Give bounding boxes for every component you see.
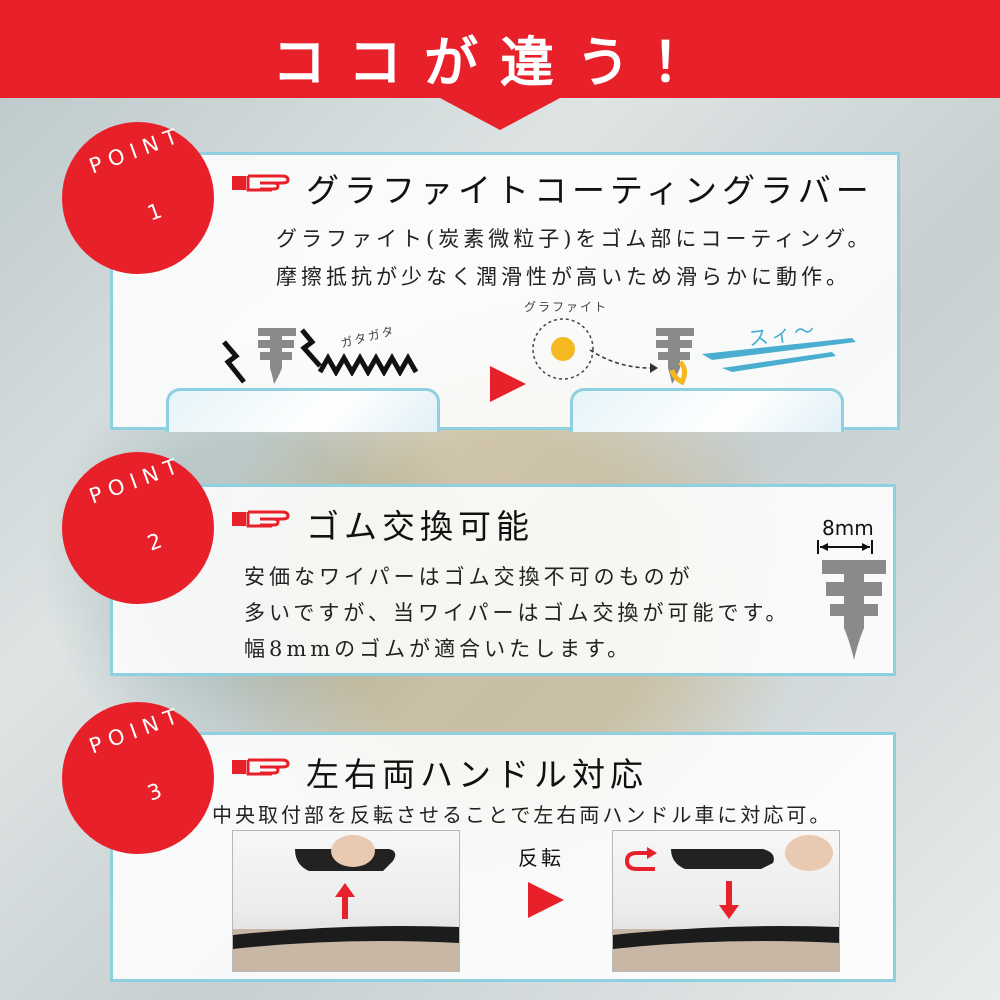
point1-badge: POINT 1	[62, 122, 214, 274]
header-ribbon	[0, 0, 1000, 130]
point3-badge: POINT 3	[62, 702, 214, 854]
rotate-arrow-icon	[624, 847, 657, 871]
wiper-mount-illustration	[233, 835, 459, 971]
pointing-hand-icon	[232, 758, 290, 776]
point2-description-line1: 安価なワイパーはゴム交換不可のものが	[244, 565, 694, 589]
point2-badge-number: 2	[144, 528, 166, 556]
graphite-label: グラファイト	[524, 300, 609, 314]
header-banner: ココが違う！	[0, 0, 1000, 130]
windshield-glass-left	[166, 388, 440, 432]
point2-badge-word: POINT	[86, 452, 188, 509]
windshield-glass-right	[570, 388, 844, 432]
zigzag-line	[318, 352, 419, 376]
wiper-rubber-cross-section-icon	[822, 560, 886, 660]
point3-description-line1: 中央取付部を反転させることで左右両ハンドル車に対応可。	[212, 803, 833, 827]
play-arrow-icon	[528, 882, 564, 918]
mount-photo-after	[612, 830, 840, 972]
lightning-icon	[222, 340, 246, 384]
down-arrow-icon	[719, 881, 739, 919]
point2-badge: POINT 2	[62, 452, 214, 604]
wiper-rubber-icon	[258, 328, 296, 384]
point3-title: 左右両ハンドル対応	[306, 755, 648, 794]
lightning-icon	[300, 328, 322, 368]
speed-lines	[702, 338, 856, 372]
wiper-mount-illustration	[613, 835, 839, 971]
pointing-hand-icon	[232, 510, 290, 528]
point3-badge-number: 3	[144, 778, 166, 806]
point2-description-line3: 幅8mmのゴムが適合いたします。	[244, 637, 633, 661]
header-title: ココが違う！	[272, 30, 728, 94]
pointing-hand-icon	[232, 174, 290, 192]
coated-wiper-rubber-icon	[656, 328, 694, 386]
graphite-particle-icon	[532, 318, 594, 380]
up-arrow-icon	[335, 883, 355, 919]
flip-label: 反転	[518, 846, 564, 870]
point1-badge-word: POINT	[86, 122, 188, 179]
dashed-arrow	[589, 349, 658, 373]
mount-photo-before	[232, 830, 460, 972]
point2-title: ゴム交換可能	[306, 507, 534, 546]
point1-description-line1: グラファイト(炭素微粒子)をゴム部にコーティング。	[276, 227, 873, 251]
point1-badge-number: 1	[144, 198, 166, 226]
point1-description-line2: 摩擦抵抗が少なく潤滑性が高いため滑らかに動作。	[276, 265, 851, 289]
point3-badge-word: POINT	[86, 702, 188, 759]
width-dimension-arrow	[817, 540, 873, 554]
width-label: 8mm	[822, 516, 874, 540]
play-arrow-icon	[490, 366, 526, 402]
point1-title: グラファイトコーティングラバー	[306, 171, 874, 210]
point2-description-line2: 多いですが、当ワイパーはゴム交換が可能です。	[244, 601, 791, 625]
